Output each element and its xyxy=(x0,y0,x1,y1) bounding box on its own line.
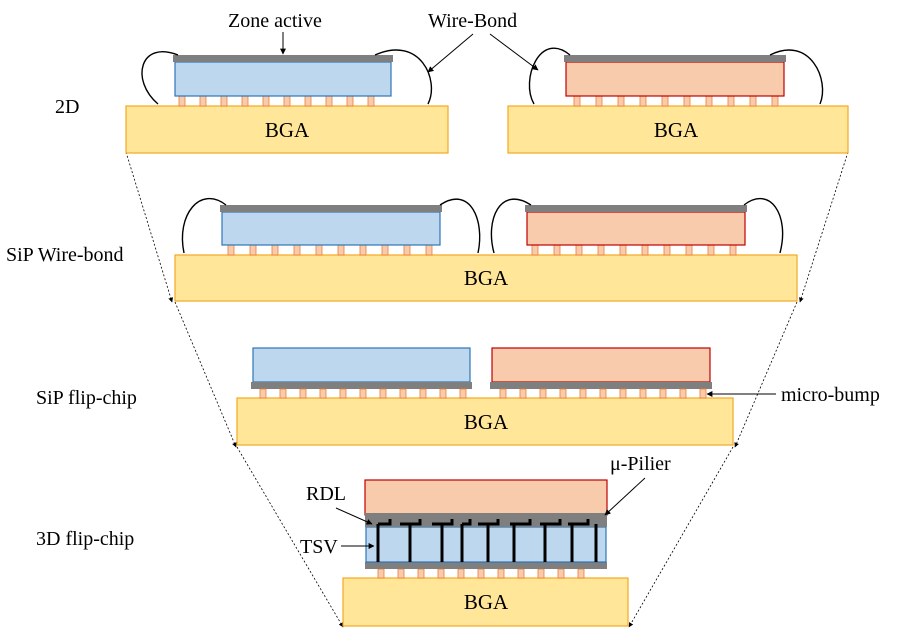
funnel-line-left-1 xyxy=(125,151,174,303)
active-layer xyxy=(564,55,786,62)
bump-row xyxy=(573,95,779,107)
active-layer xyxy=(220,205,442,212)
bga-substrate xyxy=(507,105,849,154)
blue-die xyxy=(174,61,392,97)
tsv-and-rdl-traces xyxy=(376,519,598,562)
row-label-sip-flip-chip: SiP flip-chip xyxy=(36,387,137,409)
row-3d-flip-chip-package: BGA xyxy=(342,479,629,627)
wire-bond-arrow-right xyxy=(489,33,539,71)
active-layer xyxy=(490,382,712,389)
row-label-sip-wire-bond: SiP Wire-bond xyxy=(6,244,124,266)
blue-die xyxy=(221,211,441,246)
wire-bond-right-die-left xyxy=(490,198,532,254)
bga-label: BGA xyxy=(464,590,509,614)
orange-die xyxy=(526,211,746,246)
u-pilier-label: μ-Pilier xyxy=(610,453,671,475)
bump-row xyxy=(178,95,375,107)
active-layer-top xyxy=(365,513,607,520)
rdl-arrow xyxy=(335,507,373,525)
wire-bond-left-die-left xyxy=(181,198,227,254)
active-layer-bottom xyxy=(365,562,607,569)
u-pilier-arrow xyxy=(604,477,646,516)
blue-die-interposer xyxy=(365,526,607,563)
micro-bump-row xyxy=(259,388,707,399)
wire-bond-left-die-right xyxy=(439,198,481,254)
bga-label: BGA xyxy=(464,266,509,290)
bga-substrate xyxy=(236,397,734,446)
funnel-line-right-1 xyxy=(799,151,849,303)
funnel-line-left-2 xyxy=(174,301,237,448)
row-label-2d: 2D xyxy=(55,96,79,118)
funnel-lines xyxy=(125,151,849,628)
row-2d-left-package: BGA xyxy=(125,49,449,154)
zone-active-label: Zone active xyxy=(228,10,322,32)
orange-die-top xyxy=(364,479,608,516)
bump-row xyxy=(377,568,585,579)
row-sip-flip-chip-package: BGA xyxy=(236,347,734,446)
orange-die xyxy=(565,61,785,97)
active-layer xyxy=(525,205,747,212)
wire-bond-right-die-right xyxy=(743,198,784,254)
wire-bond-label: Wire-Bond xyxy=(428,10,517,32)
micro-bump-label: micro-bump xyxy=(781,384,880,406)
wire-bond-right xyxy=(374,49,433,105)
active-layer xyxy=(173,55,393,62)
bga-substrate xyxy=(174,254,798,302)
blue-die xyxy=(252,347,471,383)
row-label-3d-flip-chip: 3D flip-chip xyxy=(36,528,134,550)
active-layer xyxy=(251,382,472,389)
bump-row-right xyxy=(531,244,737,256)
wire-bond-right xyxy=(769,49,824,105)
wire-bond-left xyxy=(141,51,179,105)
funnel-line-left-3 xyxy=(236,446,344,628)
wire-bond-left xyxy=(528,47,571,105)
tsv-label: TSV xyxy=(300,536,338,558)
bga-label: BGA xyxy=(464,410,509,434)
orange-die xyxy=(491,347,711,383)
bga-substrate xyxy=(342,577,629,627)
row-sip-wire-bond-package: BGA xyxy=(174,198,798,302)
wire-bond-arrow-left xyxy=(427,33,474,73)
row-2d-right-package: BGA xyxy=(507,47,849,154)
bga-label: BGA xyxy=(654,118,699,142)
rdl-label: RDL xyxy=(306,483,346,505)
funnel-line-right-2 xyxy=(734,301,798,448)
bga-label: BGA xyxy=(265,118,310,142)
bump-row-left xyxy=(227,244,433,256)
funnel-line-right-3 xyxy=(628,446,734,628)
